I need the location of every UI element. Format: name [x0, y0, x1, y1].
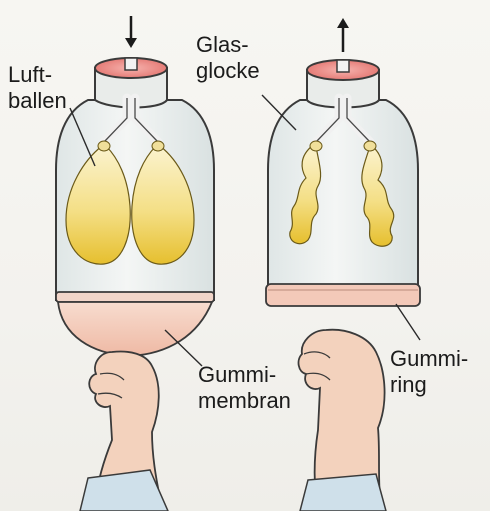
- label-luftballen: Luft- ballen: [8, 62, 67, 114]
- rubber-membrane-left: [58, 302, 212, 356]
- label-gummimembran: Gummi- membran: [198, 362, 291, 414]
- label-gummiring: Gummi- ring: [390, 346, 468, 398]
- hand-left: [80, 352, 168, 511]
- left-apparatus: [56, 16, 214, 511]
- rubber-ring-right: [266, 284, 420, 306]
- right-apparatus: [262, 18, 420, 511]
- down-arrow-icon: [125, 16, 137, 48]
- glass-jar-right: [268, 100, 418, 286]
- up-arrow-icon: [337, 18, 349, 52]
- hand-right: [299, 330, 386, 511]
- label-glasglocke: Glas- glocke: [196, 32, 260, 84]
